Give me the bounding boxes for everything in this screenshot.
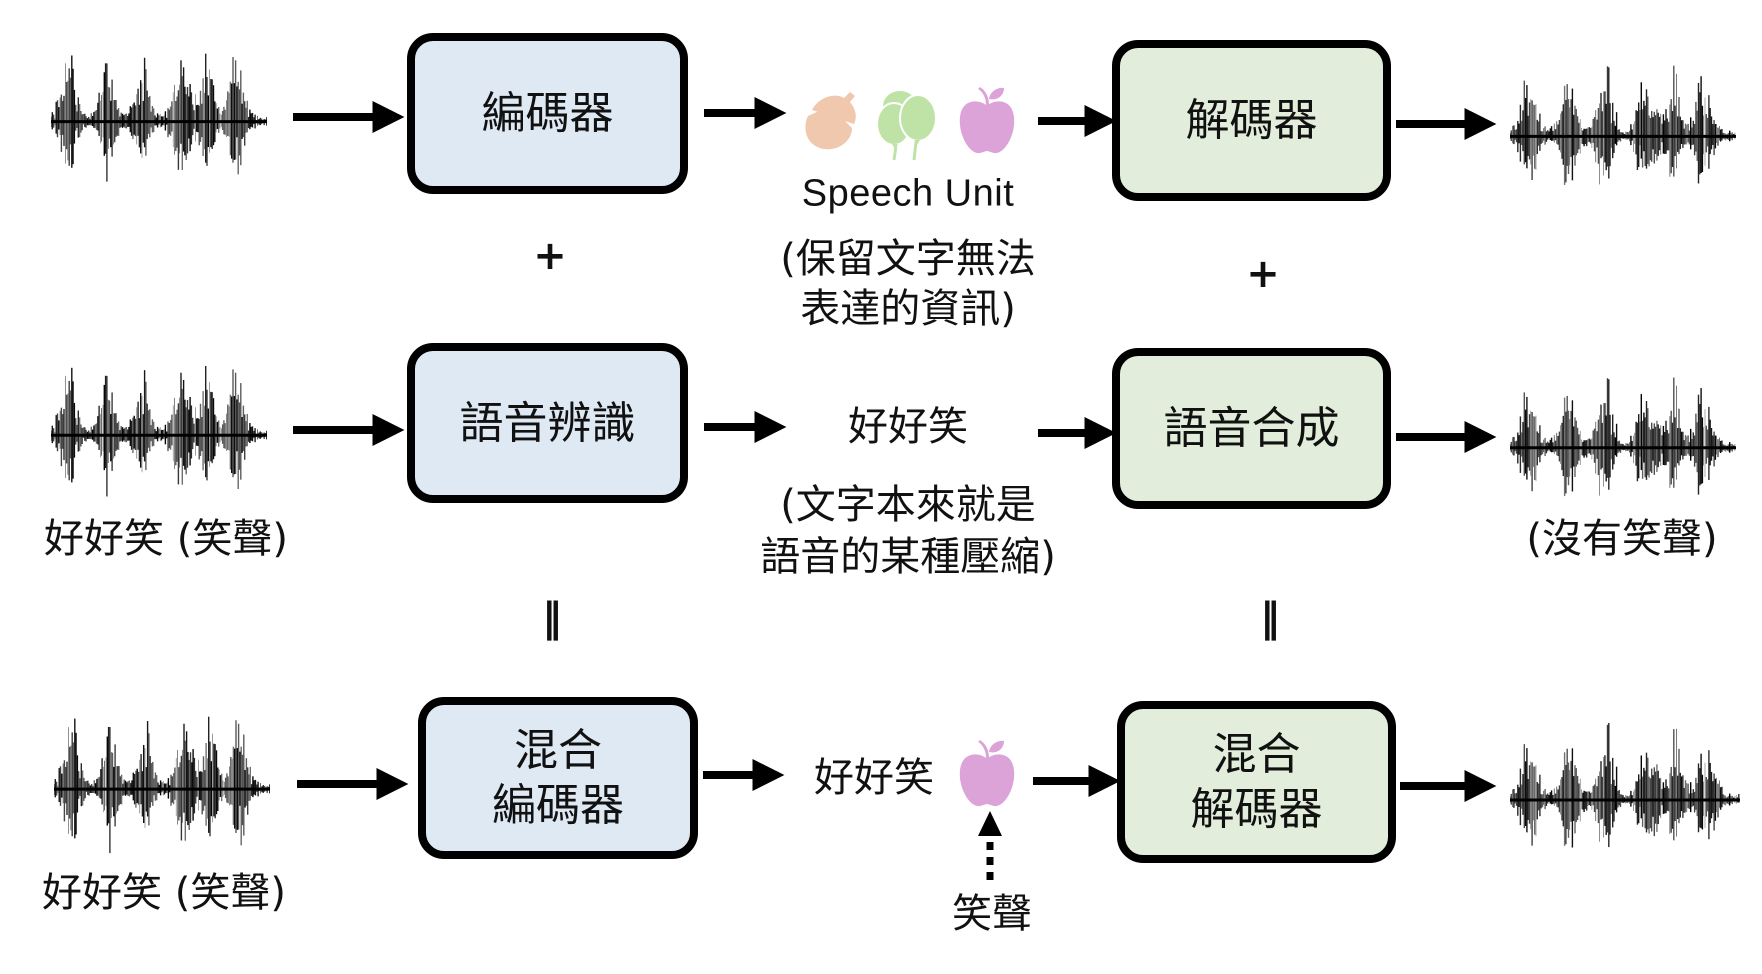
laughter-side-input: 笑聲 (952, 891, 1032, 937)
speech-unit-note-line2: 表達的資訊) (800, 286, 1016, 332)
plus-sign-left: + (533, 233, 567, 279)
input-caption-row2: 好好笑 (笑聲) (44, 516, 288, 562)
text-token-row2: 好好笑 (848, 404, 968, 450)
output-caption-row2: (沒有笑聲) (1526, 516, 1718, 562)
input-waveform-row1 (51, 53, 267, 182)
output-waveform-row3 (1510, 722, 1740, 848)
hybrid-decoder-label-line1: 混合 (1212, 729, 1301, 780)
equals-sign-left: ‖ (542, 595, 562, 641)
speech-synthesis-box: 語音合成 (1112, 348, 1391, 509)
output-waveform-row2 (1510, 377, 1736, 497)
text-note-line1: (文字本來就是 (780, 482, 1036, 528)
speech-unit-note-line1: (保留文字無法 (780, 236, 1036, 282)
plus-sign-right: + (1246, 251, 1280, 297)
speech-unit-title: Speech Unit (801, 172, 1015, 215)
hybrid-encoder-label-line2: 編碼器 (492, 780, 624, 831)
encoder-label: 編碼器 (481, 88, 614, 139)
dashed-arrow-head (978, 811, 1002, 836)
equals-sign-right: ‖ (1260, 595, 1280, 641)
decoder-box: 解碼器 (1112, 40, 1391, 201)
apple-icon (959, 87, 1015, 154)
encoder-box: 編碼器 (407, 33, 688, 194)
text-note-line2: 語音的某種壓縮) (760, 534, 1056, 580)
speech-recognition-label: 語音辨識 (459, 397, 636, 449)
input-waveform-row2 (51, 365, 267, 497)
hybrid-decoder-box: 混合 解碼器 (1117, 701, 1396, 863)
speech-synthesis-label: 語音合成 (1163, 403, 1340, 454)
acorn-icon (805, 92, 856, 150)
input-waveform-row3 (54, 716, 270, 854)
input-caption-row3: 好好笑 (笑聲) (42, 870, 286, 916)
speech-recognition-box: 語音辨識 (407, 343, 688, 503)
decoder-label: 解碼器 (1185, 95, 1318, 146)
balloons-icon (876, 91, 937, 160)
hybrid-decoder-label-line2: 解碼器 (1190, 784, 1323, 835)
hybrid-encoder-label-line1: 混合 (514, 725, 602, 776)
apple-icon (959, 740, 1015, 807)
hybrid-encoder-box: 混合 編碼器 (418, 697, 698, 859)
text-token-row3: 好好笑 (814, 755, 934, 801)
output-waveform-row1 (1510, 65, 1736, 185)
